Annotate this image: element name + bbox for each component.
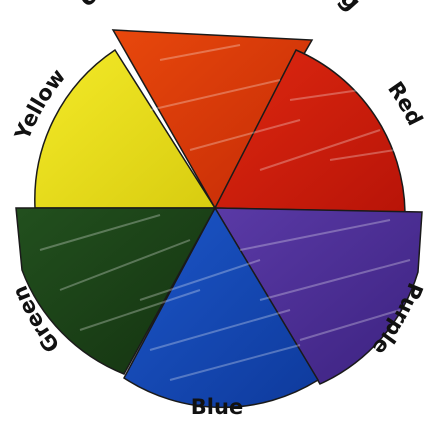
label-blue: Blue [191, 395, 243, 419]
label-red: Red [383, 77, 427, 129]
wheel-title: Secondary Colours Changing [0, 0, 367, 16]
